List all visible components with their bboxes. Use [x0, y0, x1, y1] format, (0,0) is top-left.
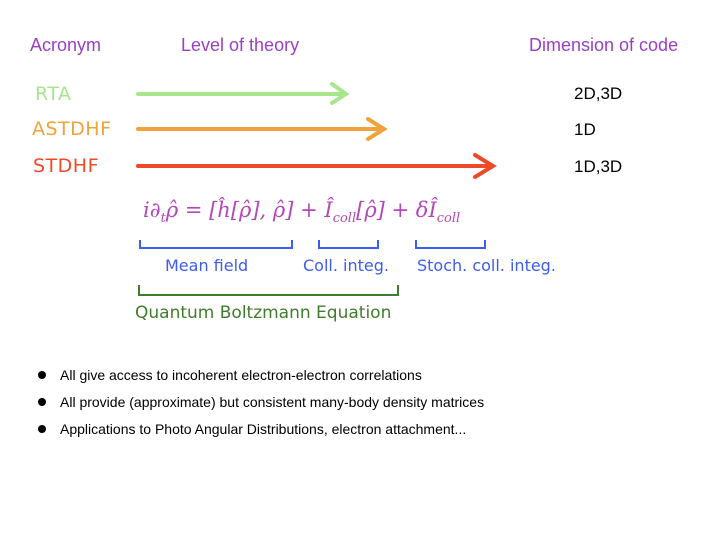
bullet-icon: [38, 371, 46, 379]
bullet-icon: [38, 425, 46, 433]
acronym-astdhf: ASTDHF: [32, 118, 112, 140]
arrow-rta: [136, 82, 350, 105]
brace-coll-integ: [318, 240, 379, 249]
equation: i∂tρ̂ = [ĥ[ρ̂], ρ̂] + Îcoll[ρ̂] + δÎcoll: [143, 198, 461, 227]
arrow-astdhf: [136, 117, 388, 141]
acronym-stdhf: STDHF: [33, 155, 100, 177]
header-level-of-theory: Level of theory: [181, 35, 300, 55]
bullet-item: All give access to incoherent electron-e…: [38, 367, 422, 383]
bullet-item: All provide (approximate) but consistent…: [38, 394, 484, 410]
header-dimension: Dimension of code: [529, 35, 679, 55]
brace-stoch: [415, 240, 486, 249]
acronym-rta: RTA: [35, 83, 72, 105]
header-acronym: Acronym: [30, 35, 102, 55]
dimension-astdhf: 1D: [574, 120, 596, 139]
bullet-item: Applications to Photo Angular Distributi…: [38, 421, 466, 437]
bullet-icon: [38, 398, 46, 406]
label-stoch-coll-integ: Stoch. coll. integ.: [417, 256, 556, 275]
label-quantum-boltzmann: Quantum Boltzmann Equation: [135, 303, 392, 323]
brace-qbe: [138, 285, 399, 296]
label-coll-integ: Coll. integ.: [303, 256, 389, 275]
dimension-rta: 2D,3D: [574, 84, 623, 103]
label-mean-field: Mean field: [165, 256, 249, 275]
arrow-stdhf: [136, 153, 497, 179]
brace-mean-field: [139, 240, 293, 249]
dimension-stdhf: 1D,3D: [574, 157, 623, 176]
